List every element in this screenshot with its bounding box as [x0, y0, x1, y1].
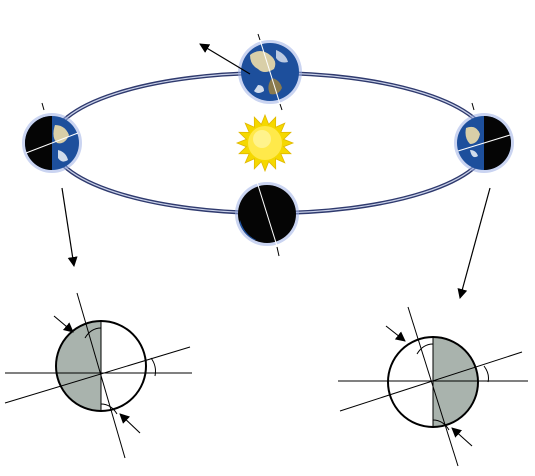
earth-globe-icon — [454, 102, 514, 173]
earth-globe-icon — [235, 181, 299, 257]
orbit-direction-arrow — [199, 43, 251, 75]
arrow-icon — [61, 187, 78, 267]
earth-globe-icon — [238, 33, 302, 111]
detail-view-right — [338, 306, 528, 467]
sun-icon — [235, 113, 295, 173]
earth-globe-icon — [22, 102, 82, 173]
detail-view-left — [4, 292, 192, 459]
arrow-icon — [457, 187, 491, 299]
